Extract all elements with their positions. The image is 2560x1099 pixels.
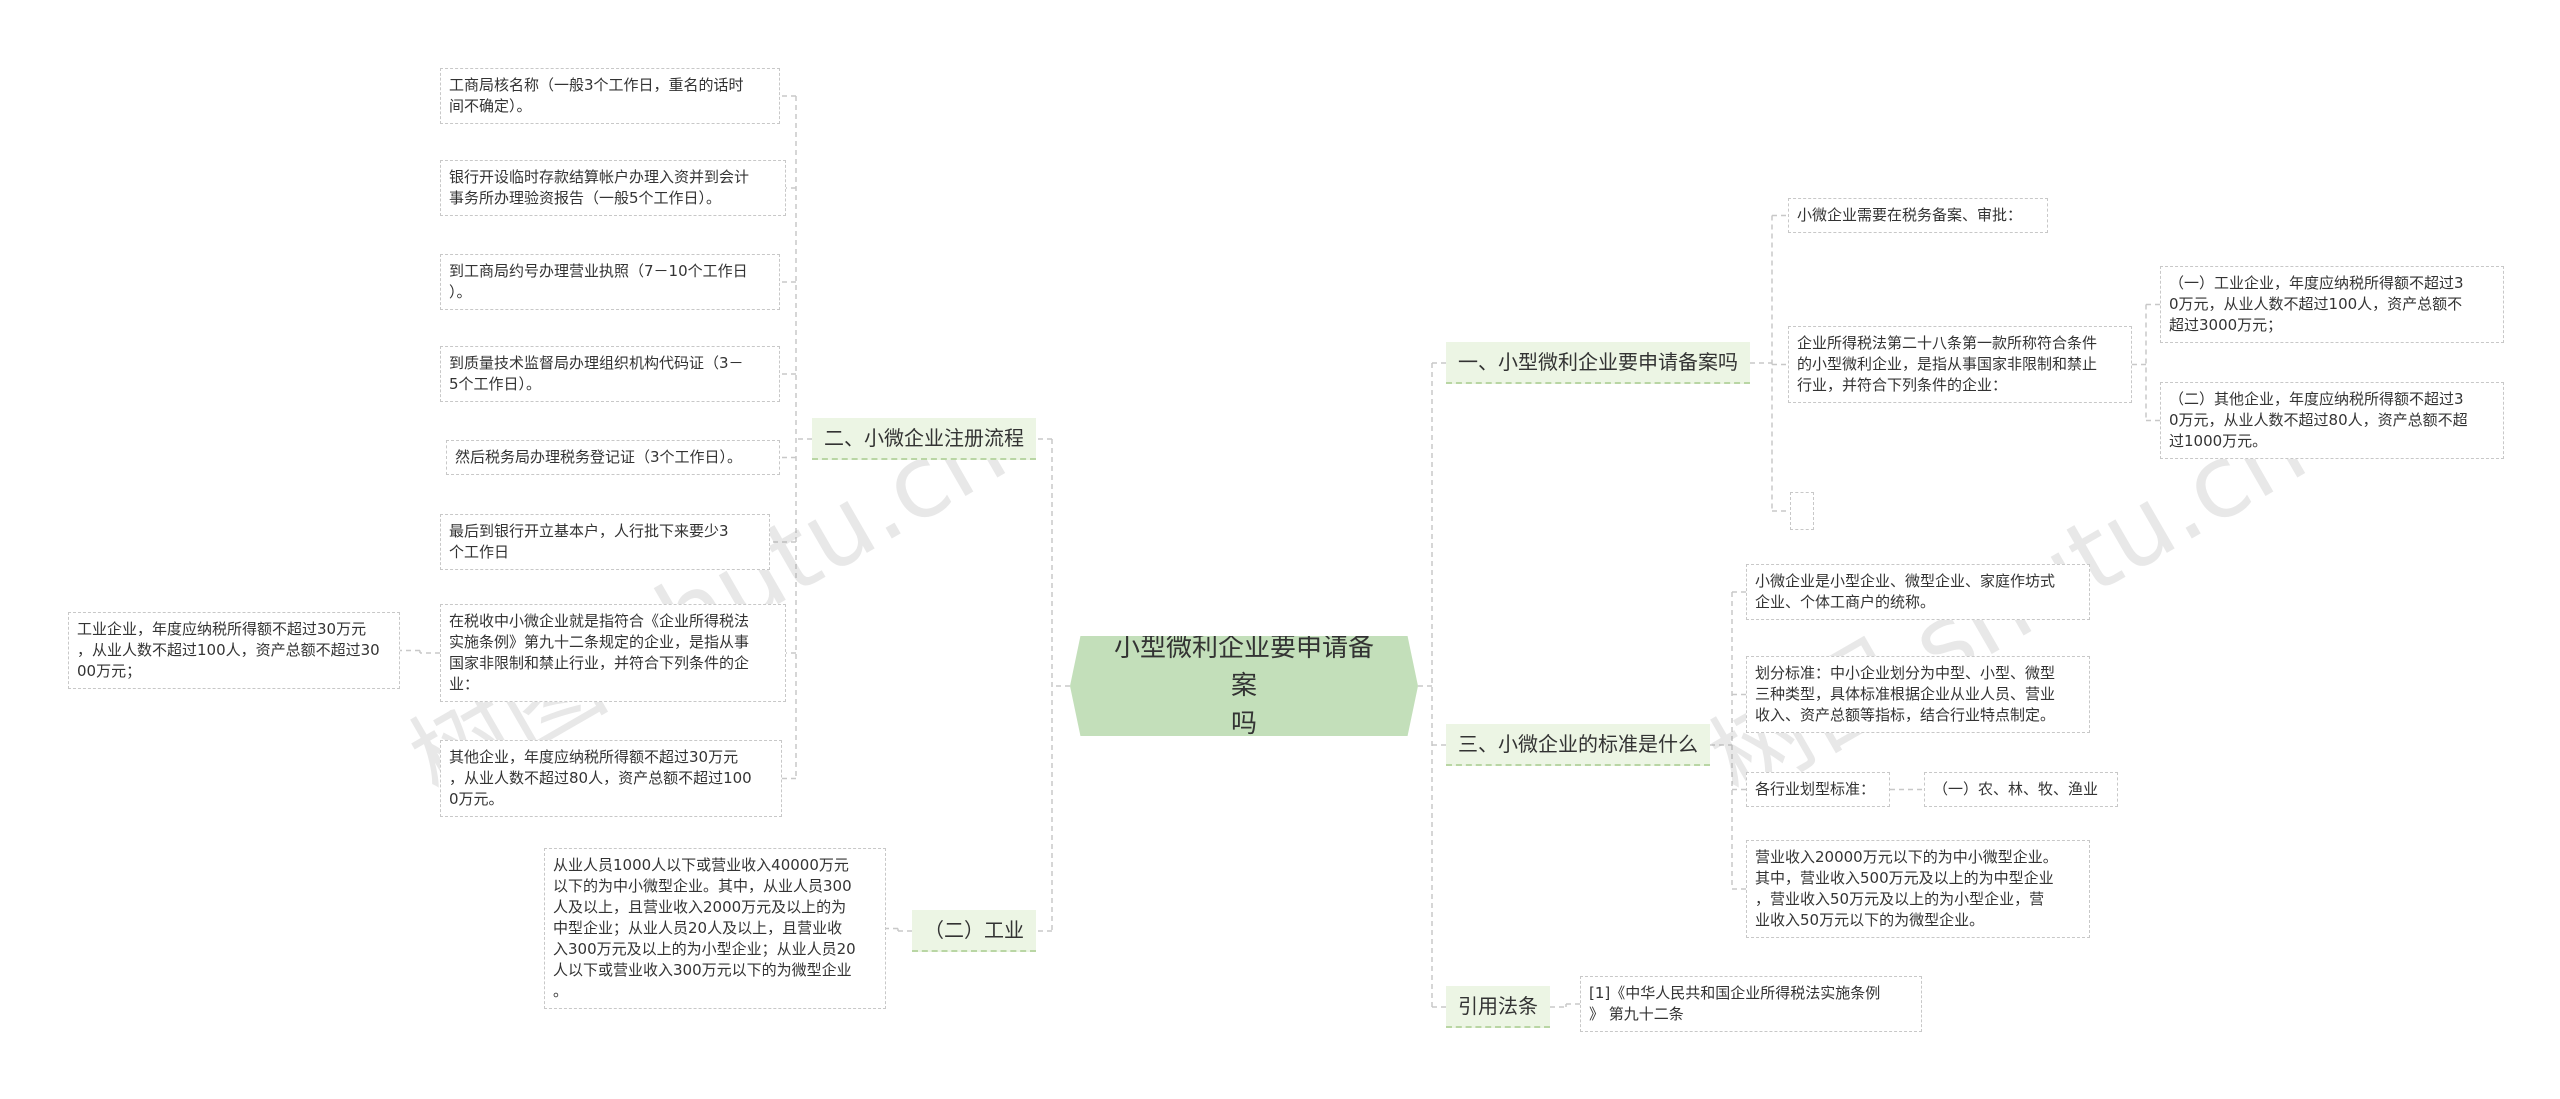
branch-standard[interactable]: 三、小微企业的标准是什么 — [1446, 724, 1710, 766]
process-tax-definition[interactable]: 在税收中小微企业就是指符合《企业所得税法 实施条例》第九十二条规定的企业，是指从… — [440, 604, 786, 702]
process-step-3[interactable]: 到工商局约号办理营业执照（7－10个工作日 ）。 — [440, 254, 780, 310]
root-topic-text: 小型微利企业要申请备案 吗 — [1113, 633, 1374, 739]
standard-industry-criteria[interactable]: 各行业划型标准： — [1746, 772, 1890, 807]
standard-definition[interactable]: 小微企业是小型企业、微型企业、家庭作坊式 企业、个体工商户的统称。 — [1746, 564, 2090, 620]
root-topic[interactable]: 小型微利企业要申请备案 吗 — [1070, 636, 1418, 736]
filing-need-registration[interactable]: 小微企业需要在税务备案、审批： — [1788, 198, 2048, 233]
standard-revenue-criteria[interactable]: 营业收入20000万元以下的为中小微型企业。 其中，营业收入500万元及以上的为… — [1746, 840, 2090, 938]
filing-empty-node[interactable] — [1790, 492, 1814, 530]
branch-filing-requirement[interactable]: 一、小型微利企业要申请备案吗 — [1446, 342, 1750, 384]
process-step-4[interactable]: 到质量技术监督局办理组织机构代码证（3－ 5个工作日）。 — [440, 346, 780, 402]
process-step-6[interactable]: 最后到银行开立基本户，人行批下来要少3 个工作日 — [440, 514, 770, 570]
filing-other-criteria[interactable]: （二）其他企业，年度应纳税所得额不超过3 0万元，从业人数不超过80人，资产总额… — [2160, 382, 2504, 459]
process-step-5[interactable]: 然后税务局办理税务登记证（3个工作日）。 — [446, 440, 780, 475]
standard-agriculture[interactable]: （一）农、林、牧、渔业 — [1924, 772, 2118, 807]
branch-registration-process[interactable]: 二、小微企业注册流程 — [812, 418, 1036, 460]
cited-law-text[interactable]: [1]《中华人民共和国企业所得税法实施条例 》 第九十二条 — [1580, 976, 1922, 1032]
process-industrial-enterprise[interactable]: 工业企业，年度应纳税所得额不超过30万元 ，从业人数不超过100人，资产总额不超… — [68, 612, 400, 689]
filing-law-article[interactable]: 企业所得税法第二十八条第一款所称符合条件 的小型微利企业，是指从事国家非限制和禁… — [1788, 326, 2132, 403]
process-other-enterprise[interactable]: 其他企业，年度应纳税所得额不超过30万元 ，从业人数不超过80人，资产总额不超过… — [440, 740, 782, 817]
filing-industrial-criteria[interactable]: （一）工业企业，年度应纳税所得额不超过3 0万元，从业人数不超过100人，资产总… — [2160, 266, 2504, 343]
process-step-2[interactable]: 银行开设临时存款结算帐户办理入资并到会计 事务所办理验资报告（一般5个工作日）。 — [440, 160, 786, 216]
branch-industry[interactable]: （二）工业 — [912, 910, 1036, 952]
branch-cited-law[interactable]: 引用法条 — [1446, 986, 1550, 1028]
process-step-1[interactable]: 工商局核名称（一般3个工作日，重名的话时 间不确定）。 — [440, 68, 780, 124]
industry-standard-text[interactable]: 从业人员1000人以下或营业收入40000万元 以下的为中小微型企业。其中，从业… — [544, 848, 886, 1009]
standard-classification[interactable]: 划分标准：中小企业划分为中型、小型、微型 三种类型，具体标准根据企业从业人员、营… — [1746, 656, 2090, 733]
